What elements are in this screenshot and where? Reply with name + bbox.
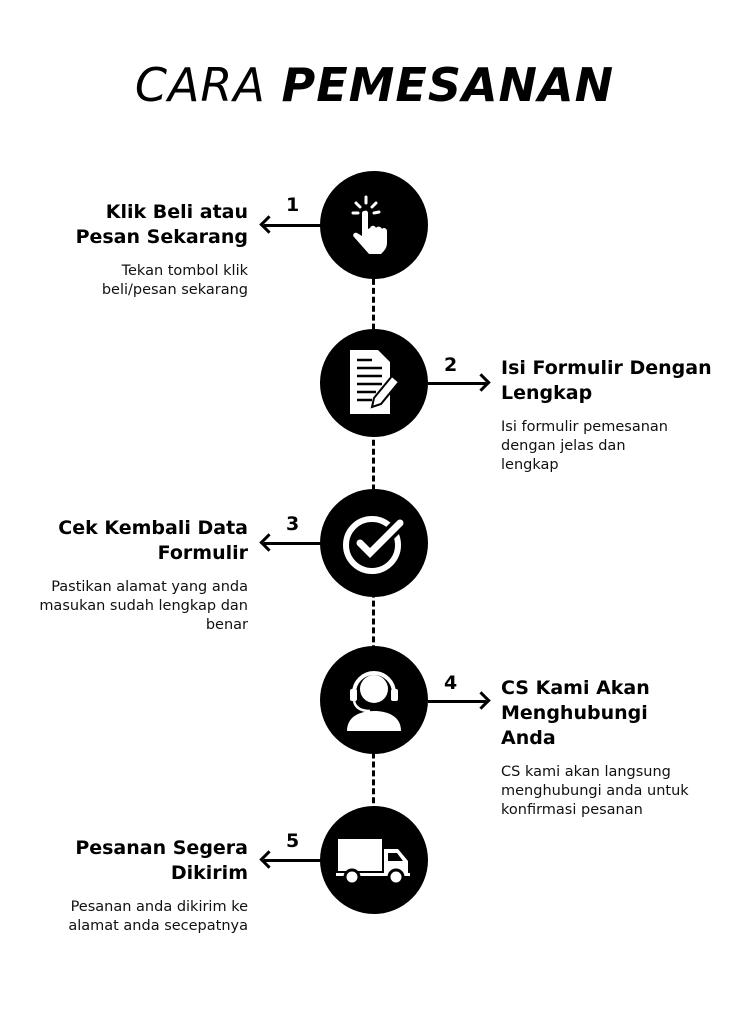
check-circle-icon <box>343 516 405 574</box>
step-3-text: Cek Kembali Data Formulir Pastikan alama… <box>38 516 248 635</box>
step-3-number: 3 <box>286 513 300 535</box>
document-pen-icon <box>350 350 401 414</box>
step-1-number: 1 <box>286 194 300 216</box>
step-3-arrow <box>264 542 322 545</box>
step-2-title: Isi Formulir Dengan Lengkap <box>501 357 712 404</box>
step-4-title: CS Kami Akan Menghubungi Anda <box>501 677 650 749</box>
step-1-circle <box>320 171 428 279</box>
step-5-arrow <box>264 859 322 862</box>
title-bold: PEMESANAN <box>281 58 615 112</box>
step-2-number: 2 <box>444 354 458 376</box>
title-light: CARA <box>134 58 266 112</box>
step-4-desc: CS kami akan langsung menghubungi anda u… <box>501 764 689 818</box>
step-1-text: Klik Beli atau Pesan Sekarang Tekan tomb… <box>38 200 248 300</box>
pointing-hand-icon <box>351 195 387 254</box>
step-5-text: Pesanan Segera Dikirim Pesanan anda diki… <box>38 836 248 936</box>
step-4-circle <box>320 646 428 754</box>
step-2-circle <box>320 329 428 437</box>
step-4-text: CS Kami Akan Menghubungi Anda CS kami ak… <box>501 676 731 820</box>
step-4-arrow <box>428 700 486 703</box>
headset-user-icon <box>347 671 401 731</box>
step-1-arrow <box>264 224 322 227</box>
step-5-circle <box>320 806 428 914</box>
step-5-number: 5 <box>286 830 300 852</box>
step-1-desc: Tekan tombol klik beli/pesan sekarang <box>101 263 248 298</box>
step-3-desc: Pastikan alamat yang anda masukan sudah … <box>39 579 248 633</box>
step-5-desc: Pesanan anda dikirim ke alamat anda sece… <box>68 899 248 934</box>
step-5-title: Pesanan Segera Dikirim <box>75 837 248 884</box>
step-1-title: Klik Beli atau Pesan Sekarang <box>75 201 248 248</box>
delivery-truck-icon <box>336 839 410 886</box>
step-3-title: Cek Kembali Data Formulir <box>58 517 248 564</box>
step-3-circle <box>320 489 428 597</box>
step-4-number: 4 <box>444 672 458 694</box>
step-2-desc: Isi formulir pemesanan dengan jelas dan … <box>501 419 668 473</box>
step-2-arrow <box>428 382 486 385</box>
step-2-text: Isi Formulir Dengan Lengkap Isi formulir… <box>501 356 731 475</box>
page-title: CARA PEMESANAN <box>0 58 749 112</box>
